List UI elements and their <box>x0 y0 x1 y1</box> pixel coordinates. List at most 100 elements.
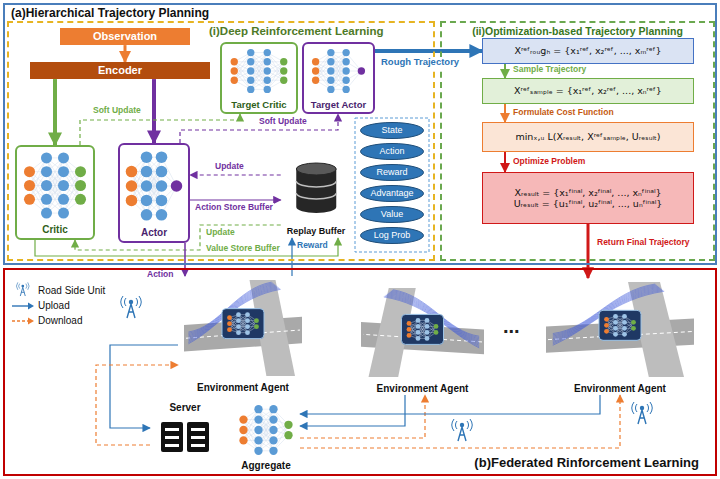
buffer-field: State <box>360 122 424 139</box>
net-neuron <box>141 166 153 178</box>
node-graphic <box>120 145 188 241</box>
connector <box>300 395 620 448</box>
rsu-head <box>640 406 644 410</box>
buffer-field: Advantage <box>360 185 424 202</box>
net-neuron <box>327 58 334 65</box>
region-panel: (i)Deep Reinforcement LearningObservatio… <box>7 21 435 261</box>
legend-symbol <box>11 313 35 328</box>
net-neuron <box>622 326 627 331</box>
road-side-unit <box>17 282 29 296</box>
net-neuron <box>269 405 277 413</box>
net-neuron <box>604 317 609 322</box>
connector <box>504 64 506 78</box>
net-neuron <box>264 77 271 84</box>
net-link <box>251 62 268 90</box>
net-neuron <box>245 324 250 329</box>
node-label: Target Actor <box>311 99 366 110</box>
buffer-store: Replay Buffer <box>281 165 352 238</box>
net-neuron <box>254 318 259 323</box>
net-neuron <box>284 421 292 429</box>
net-neuron <box>613 326 618 331</box>
net-neuron <box>236 324 241 329</box>
net-link <box>316 53 331 81</box>
buffer-field: Value <box>360 206 424 223</box>
net-link <box>331 62 346 90</box>
net-link <box>132 157 147 200</box>
node-label: Environment Agent <box>574 383 666 395</box>
region-panel: (a)Hierarchical Trajectory Planning(i)De… <box>3 3 717 265</box>
connector <box>190 199 281 200</box>
net-neuron <box>312 58 319 65</box>
net-link <box>244 420 259 451</box>
net-link <box>259 420 274 451</box>
net-link <box>147 172 162 215</box>
node-label: Critic <box>42 224 68 236</box>
net-neuron <box>24 166 35 177</box>
net-link <box>616 316 625 334</box>
net-neuron <box>269 447 277 455</box>
rsu-waves <box>17 282 29 289</box>
connector <box>300 395 425 438</box>
rsu-waves <box>121 296 141 308</box>
connector <box>504 152 506 172</box>
net-neuron <box>126 180 138 192</box>
net-link <box>47 172 64 213</box>
legend-symbol <box>11 283 35 298</box>
environment-agent: Environment Agent <box>178 276 308 394</box>
network-box: Target Actor <box>302 42 375 114</box>
formula-box: Xʳᵉᶠᵣₒᵤgₕ = {x₁ʳᵉᶠ, x₂ʳᵉᶠ, ..., xₘʳᵉᶠ} <box>482 38 694 64</box>
net-neuron <box>327 67 334 74</box>
region-panel: (ii)Optimization-based Trajectory Planni… <box>440 21 715 261</box>
rsu-head <box>129 300 133 304</box>
net-link <box>47 158 64 199</box>
trajectory <box>188 287 277 340</box>
node-label: Value <box>381 209 403 220</box>
node-graphic <box>355 284 490 395</box>
net-neuron <box>407 327 412 332</box>
net-neuron <box>622 332 627 337</box>
connector <box>180 114 338 143</box>
node-label: Advantage <box>370 188 413 199</box>
panel-title: (a)Hierarchical Trajectory Planning <box>11 6 209 20</box>
model-chip <box>599 310 641 340</box>
net-neuron <box>236 318 241 323</box>
road-side-unit <box>121 296 141 318</box>
buffer-field: Reward <box>360 164 424 181</box>
net-neuron <box>156 195 168 207</box>
legend-symbol <box>11 298 35 313</box>
net-neuron <box>58 194 69 205</box>
net-neuron <box>264 67 271 74</box>
connector <box>124 45 127 62</box>
net-link <box>30 172 47 213</box>
node-label: Target Critic <box>231 99 286 110</box>
connector-label: Optimize Problem <box>512 157 586 167</box>
net-neuron <box>141 180 153 192</box>
net-link <box>147 157 162 200</box>
net-neuron <box>312 77 319 84</box>
connector <box>152 79 156 143</box>
node-label: Environment Agent <box>197 382 289 394</box>
net-link <box>331 62 346 90</box>
connector-label: Soft Update <box>258 117 308 127</box>
trajectory <box>553 290 663 343</box>
net-link <box>418 320 427 338</box>
net-link <box>331 53 346 81</box>
node-label: Reward <box>376 167 407 178</box>
net-neuron <box>231 77 238 84</box>
net-neuron <box>327 49 334 56</box>
panel-title: (i)Deep Reinforcement Learning <box>209 25 383 39</box>
node-label: Encoder <box>98 64 142 77</box>
net-neuron <box>269 436 277 444</box>
net-neuron <box>358 67 365 74</box>
net-neuron <box>284 431 292 439</box>
net-neuron <box>631 326 636 331</box>
net-neuron <box>41 194 52 205</box>
net-neuron <box>342 58 349 65</box>
net-neuron <box>236 312 241 317</box>
road-side-unit <box>452 419 472 441</box>
net-neuron <box>58 152 69 163</box>
net-link <box>239 315 248 333</box>
net-neuron <box>156 209 168 221</box>
net-neuron <box>156 151 168 163</box>
net-neuron <box>269 426 277 434</box>
